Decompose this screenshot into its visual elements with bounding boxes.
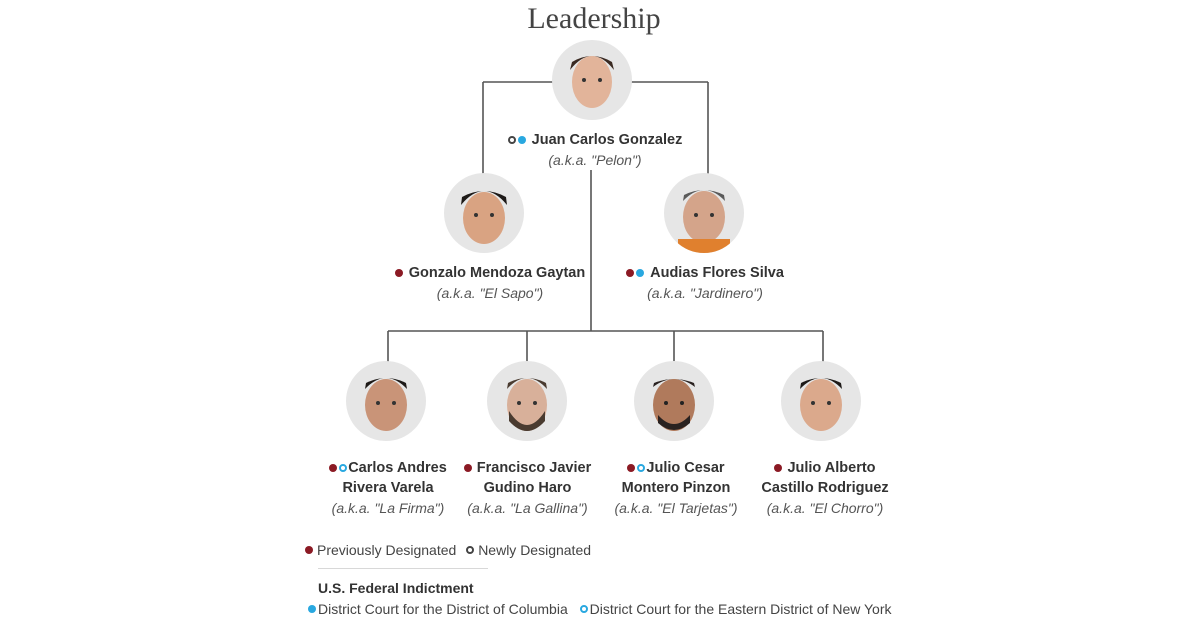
previously-designated-marker bbox=[329, 464, 338, 472]
district-columbia-marker bbox=[517, 136, 526, 144]
marker-group bbox=[329, 464, 348, 472]
person-name-line2: Castillo Rodriguez bbox=[761, 480, 889, 496]
avatar-left bbox=[444, 173, 524, 253]
legend-label: Previously Designated bbox=[317, 542, 457, 558]
person-name-line1: Julio Cesar bbox=[646, 460, 725, 476]
legend-divider bbox=[318, 568, 488, 569]
district-columbia-marker bbox=[636, 269, 645, 277]
person-name-line2: Montero Pinzon bbox=[621, 480, 731, 496]
previously-designated-marker bbox=[463, 464, 472, 472]
previously-designated-marker bbox=[394, 269, 403, 277]
person-alias: (a.k.a. "El Chorro") bbox=[766, 500, 884, 516]
marker-group bbox=[507, 136, 526, 144]
person-alias: (a.k.a. "Pelon") bbox=[548, 152, 642, 168]
person-bottom-3: Julio Cesar Montero Pinzon (a.k.a. "El T… bbox=[606, 458, 746, 518]
person-alias: (a.k.a. "Jardinero") bbox=[647, 285, 763, 301]
newly-designated-marker bbox=[466, 546, 475, 554]
person-bottom-1: Carlos Andres Rivera Varela (a.k.a. "La … bbox=[318, 458, 458, 518]
person-alias: (a.k.a. "La Gallina") bbox=[467, 500, 588, 516]
person-alias: (a.k.a. "El Sapo") bbox=[436, 285, 544, 301]
person-name: Gonzalo Mendoza Gaytan bbox=[408, 265, 586, 281]
avatar-bottom-4 bbox=[781, 361, 861, 441]
avatar-right bbox=[664, 173, 744, 253]
legend-previously-designated: Previously Designated bbox=[305, 542, 456, 558]
previously-designated-marker bbox=[627, 464, 636, 472]
avatar-top bbox=[552, 40, 632, 120]
person-name-line1: Francisco Javier bbox=[476, 460, 592, 476]
chart-title: Leadership bbox=[527, 2, 661, 35]
previously-designated-marker bbox=[626, 269, 635, 277]
avatar-bottom-2 bbox=[487, 361, 567, 441]
previously-designated-marker bbox=[774, 464, 783, 472]
person-bottom-4: Julio Alberto Castillo Rodriguez (a.k.a.… bbox=[752, 458, 898, 518]
person-bottom-2: Francisco Javier Gudino Haro (a.k.a. "La… bbox=[455, 458, 600, 518]
person-name: Juan Carlos Gonzalez bbox=[531, 132, 683, 148]
avatar-bottom-3 bbox=[634, 361, 714, 441]
marker-group bbox=[626, 269, 645, 277]
legend-district-columbia: District Court for the District of Colum… bbox=[308, 601, 568, 617]
designation-legend: Previously Designated Newly Designated bbox=[305, 541, 591, 558]
person-name-line2: Rivera Varela bbox=[342, 480, 434, 496]
person-alias: (a.k.a. "El Tarjetas") bbox=[614, 500, 738, 516]
person-left: Gonzalo Mendoza Gaytan (a.k.a. "El Sapo"… bbox=[370, 263, 610, 303]
legend-label: District Court for the Eastern District … bbox=[589, 601, 892, 617]
person-name: Audias Flores Silva bbox=[650, 265, 784, 281]
person-name-line2: Gudino Haro bbox=[483, 480, 572, 496]
person-alias: (a.k.a. "La Firma") bbox=[331, 500, 445, 516]
legend-label: Newly Designated bbox=[478, 542, 592, 558]
previously-designated-marker bbox=[305, 546, 313, 554]
newly-designated-marker bbox=[507, 136, 516, 144]
marker-group bbox=[463, 464, 472, 472]
eastern-district-ny-marker bbox=[637, 464, 646, 472]
person-top: Juan Carlos Gonzalez (a.k.a. "Pelon") bbox=[470, 130, 720, 170]
marker-group bbox=[627, 464, 646, 472]
eastern-district-ny-marker bbox=[339, 464, 348, 472]
legend-newly-designated: Newly Designated bbox=[466, 542, 591, 558]
eastern-district-ny-marker bbox=[579, 605, 588, 613]
marker-group bbox=[394, 269, 403, 277]
legend-eastern-district-ny: District Court for the Eastern District … bbox=[579, 601, 892, 617]
person-right: Audias Flores Silva (a.k.a. "Jardinero") bbox=[600, 263, 810, 303]
avatar-bottom-1 bbox=[346, 361, 426, 441]
indictment-title: U.S. Federal Indictment bbox=[318, 580, 474, 596]
person-name-line1: Carlos Andres bbox=[348, 460, 447, 476]
district-columbia-marker bbox=[308, 605, 316, 613]
legend-label: District Court for the District of Colum… bbox=[318, 601, 568, 617]
marker-group bbox=[774, 464, 783, 472]
indictment-legend: District Court for the District of Colum… bbox=[308, 600, 892, 617]
person-name-line1: Julio Alberto bbox=[787, 460, 876, 476]
